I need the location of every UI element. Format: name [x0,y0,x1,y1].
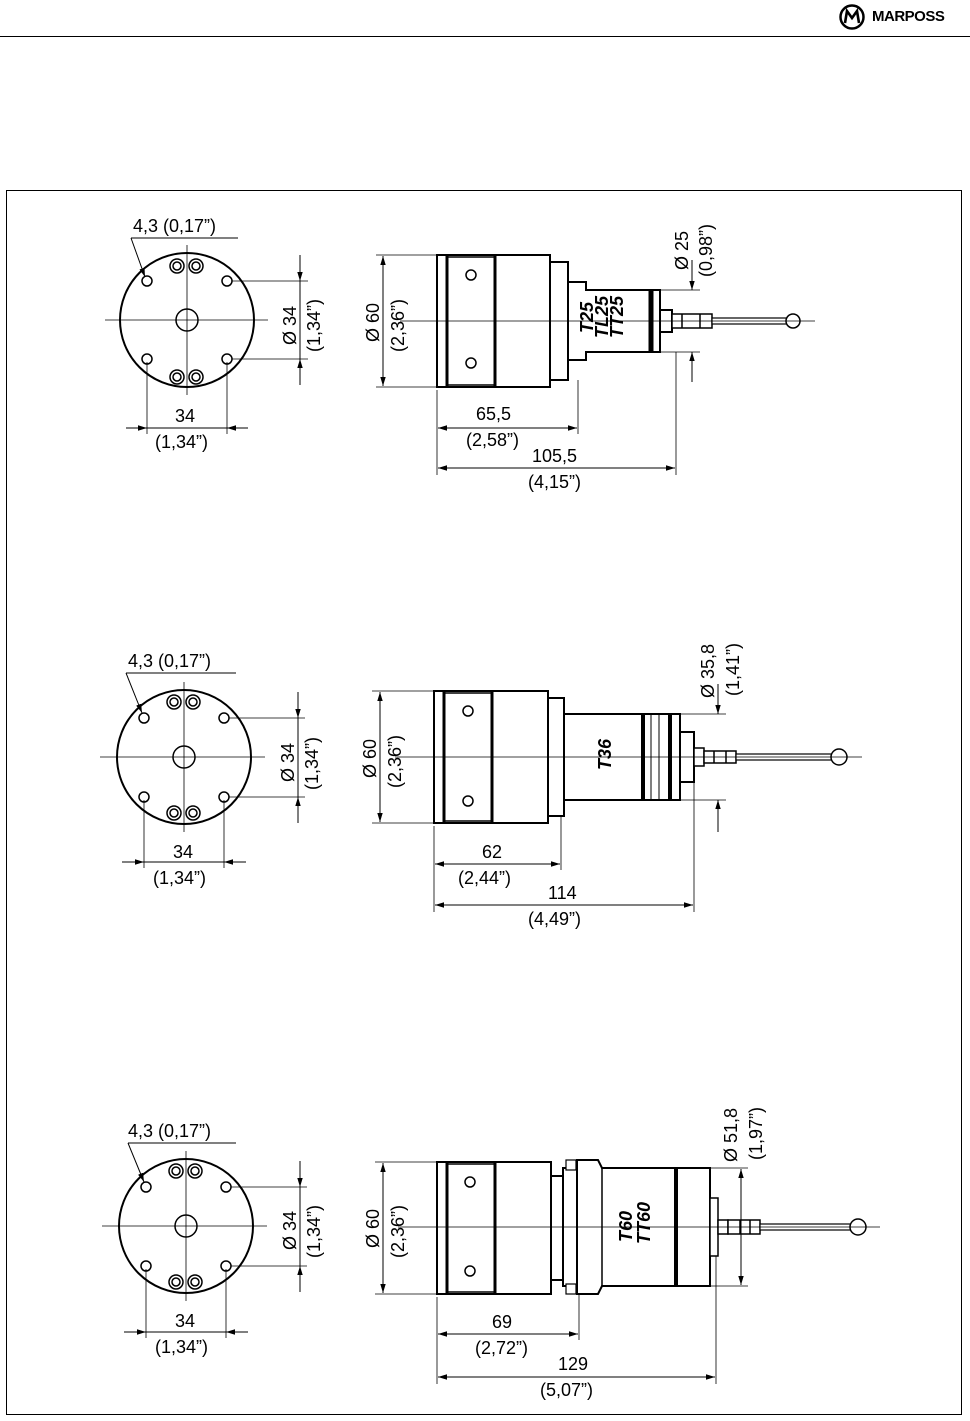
bolt-dia-dim: Ø 34 [280,1211,300,1250]
bolt-span-dim: 34 [175,406,195,426]
length-2-dim: 114 [548,883,577,903]
bolt-dia-dim: Ø 34 [280,306,300,345]
length-2-dim-in: (4,15”) [528,472,581,492]
head-dia-dim: Ø 35,8 [698,644,718,698]
bolt-span-dim-in: (1,34”) [155,1337,208,1357]
length-1-dim: 65,5 [476,404,511,424]
hole-dim: 4,3 (0,17”) [133,216,216,236]
model-label: TT25 [607,295,627,338]
bolt-span-dim: 34 [173,842,193,862]
bolt-span-dim-in: (1,34”) [153,868,206,888]
model-label: TT60 [634,1202,654,1244]
head-dia-dim-in: (0,98”) [696,224,716,277]
hole-dim: 4,3 (0,17”) [128,1121,211,1141]
hole-dim: 4,3 (0,17”) [128,651,211,671]
length-2-dim: 129 [558,1354,588,1374]
length-1-dim: 62 [482,842,502,862]
bolt-dia-dim-in: (1,34”) [304,1205,324,1258]
length-2-dim-in: (5,07”) [540,1380,593,1400]
bolt-dia-dim: Ø 34 [278,743,298,782]
length-2-dim: 105,5 [532,446,577,466]
length-1-dim-in: (2,44”) [458,868,511,888]
body-dia-dim-in: (2,36”) [385,735,405,788]
length-1-dim-in: (2,58”) [466,430,519,450]
body-dia-dim: Ø 60 [363,1209,383,1248]
bolt-dia-dim-in: (1,34”) [302,737,322,790]
head-dia-dim-in: (1,97”) [746,1107,766,1160]
length-1-dim-in: (2,72”) [475,1338,528,1358]
bolt-span-dim: 34 [175,1311,195,1331]
head-dia-dim-in: (1,41”) [723,643,743,696]
length-2-dim-in: (4,49”) [528,909,581,929]
head-dia-dim: Ø 25 [672,231,692,270]
model-label: T36 [595,738,615,770]
body-dia-dim: Ø 60 [363,303,383,342]
bolt-dia-dim-in: (1,34”) [304,299,324,352]
bolt-span-dim-in: (1,34”) [155,432,208,452]
model-label: T60 [616,1211,636,1242]
body-dia-dim-in: (2,36”) [388,1205,408,1258]
body-dia-dim-in: (2,36”) [388,299,408,352]
head-dia-dim: Ø 51,8 [721,1108,741,1162]
body-dia-dim: Ø 60 [360,739,380,778]
length-1-dim: 69 [492,1312,512,1332]
